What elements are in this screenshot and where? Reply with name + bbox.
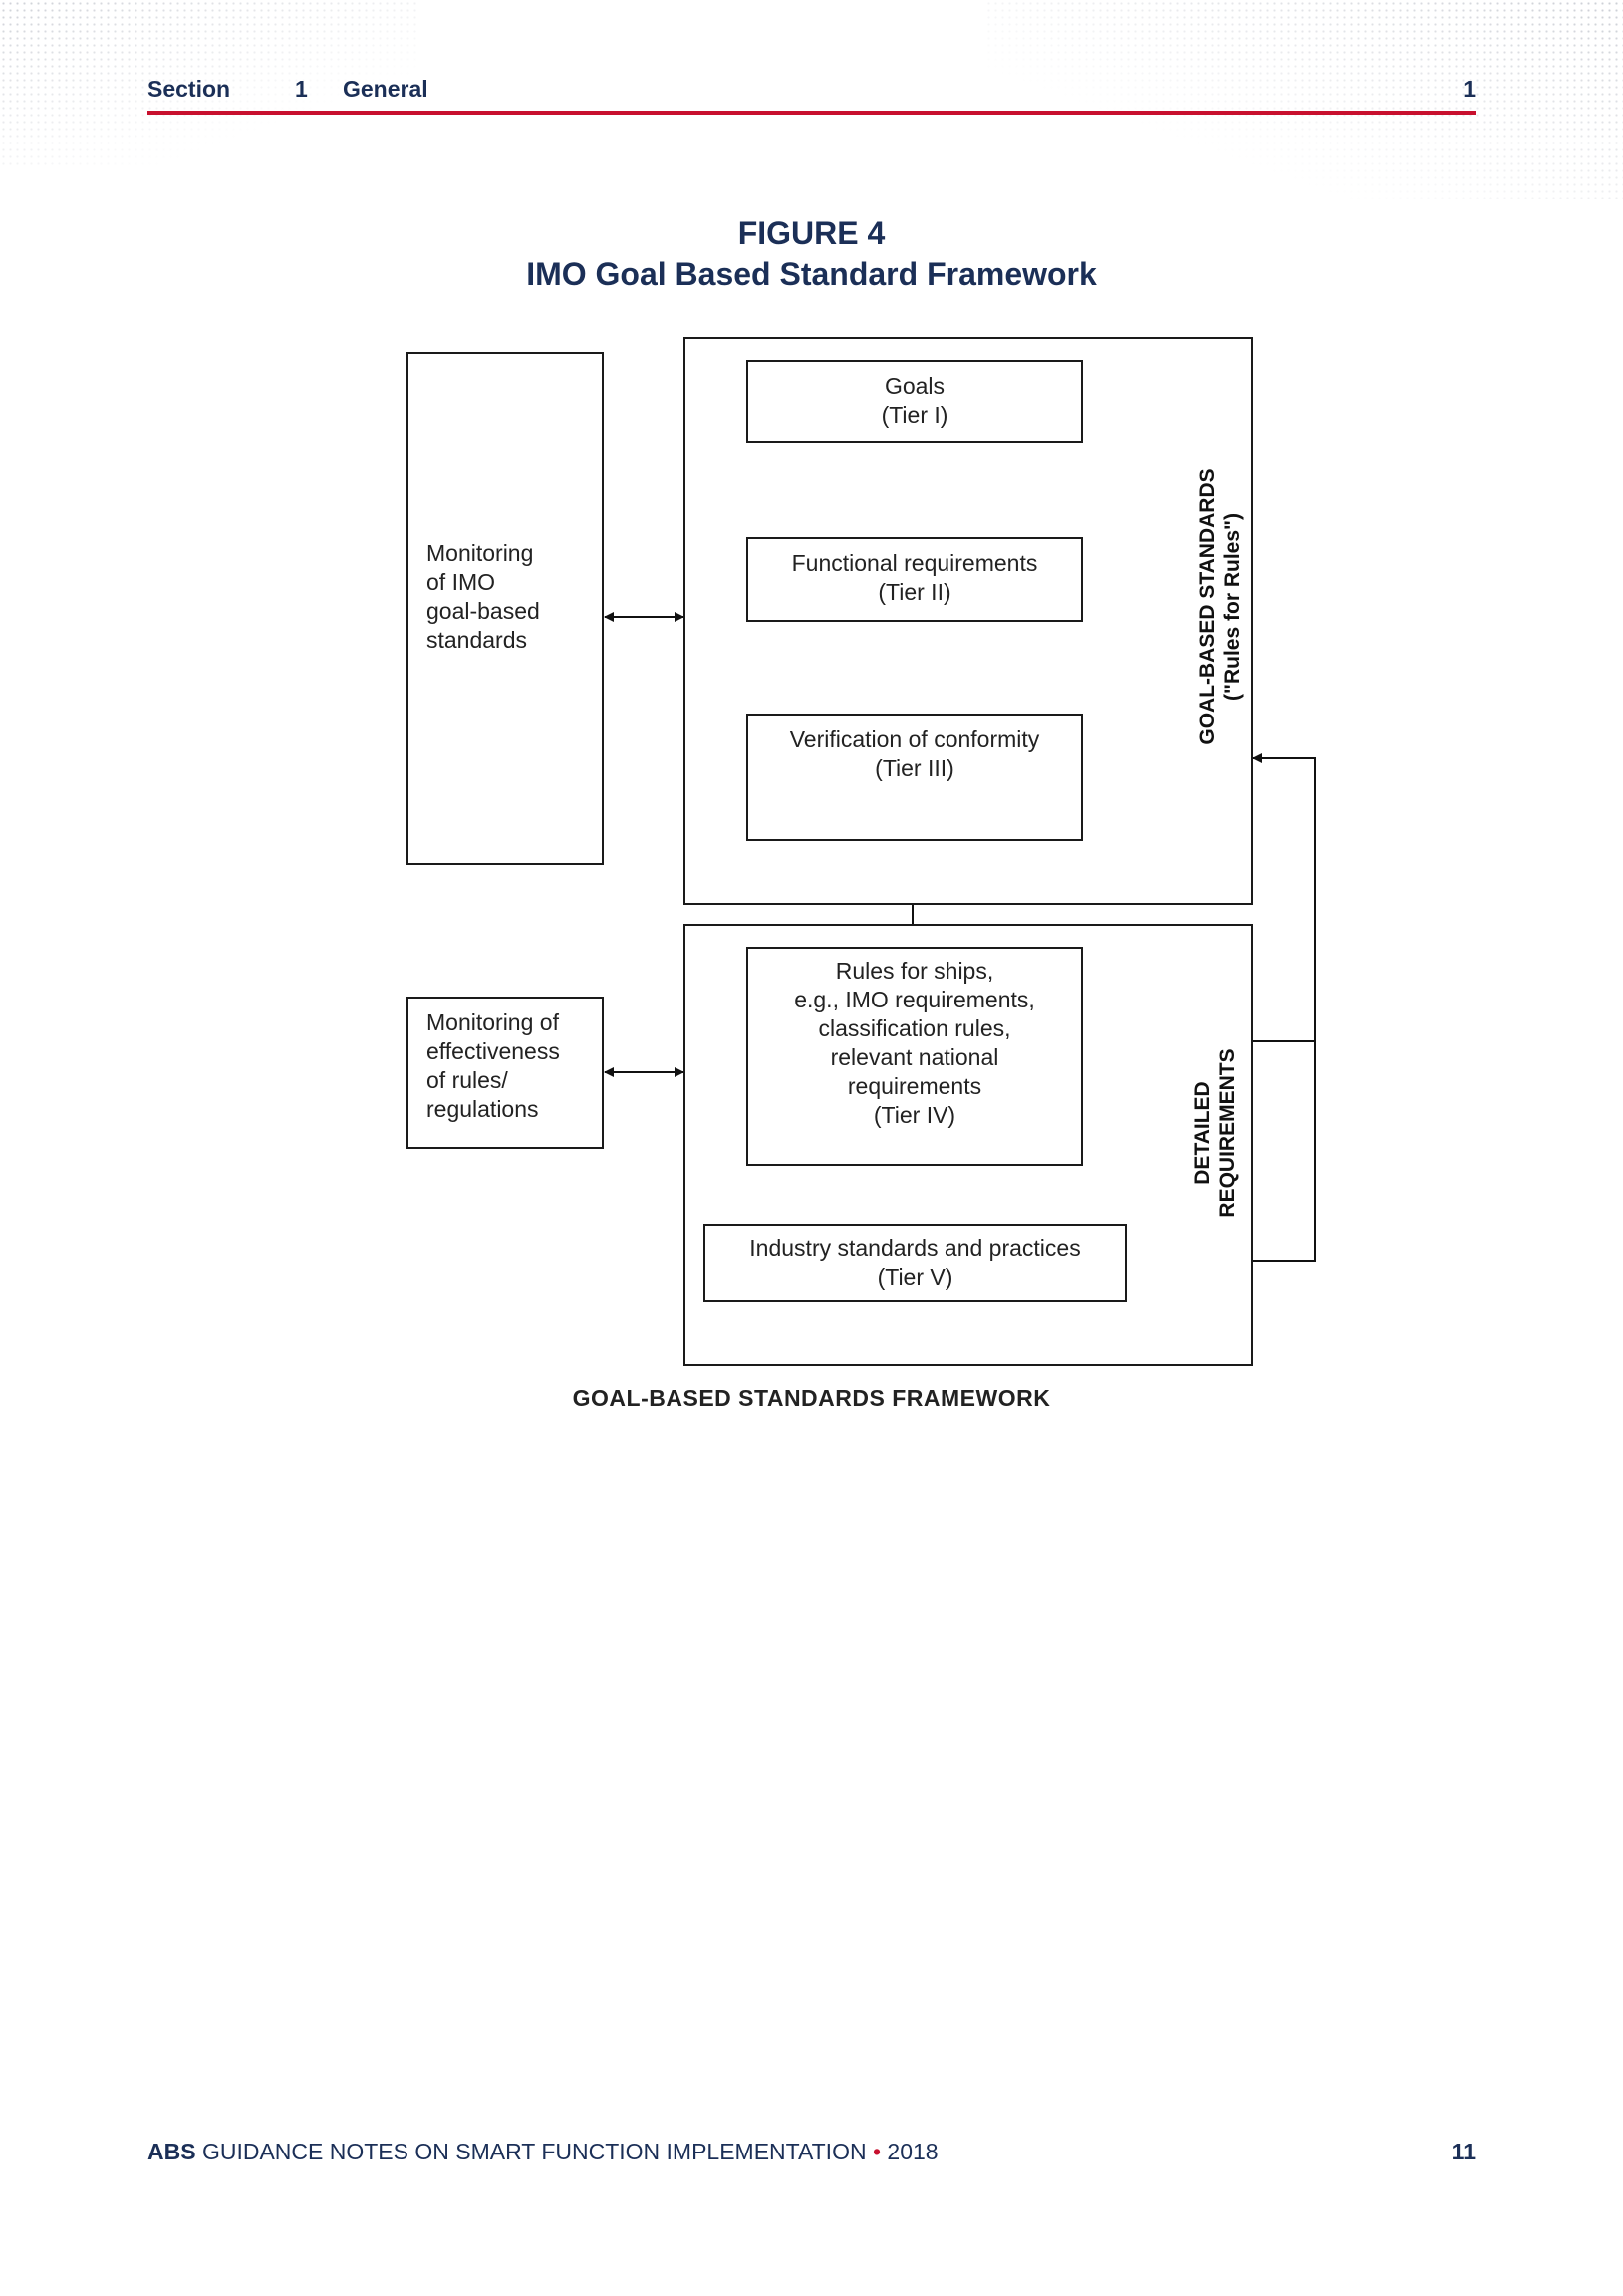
tier4-line-1: Rules for ships, — [835, 958, 994, 984]
gbs-framework-diagram: Monitoring of IMO goal-based standards G… — [406, 337, 1316, 1366]
tier2-tier: (Tier II) — [878, 579, 951, 605]
header-rule — [147, 111, 1476, 115]
tier4-line-5: requirements — [847, 1073, 982, 1099]
monitoring-rules-text: Monitoring of effectiveness of rules/ re… — [426, 1009, 560, 1122]
monitoring-rules-box: Monitoring of effectiveness of rules/ re… — [406, 997, 604, 1149]
diagram-caption: GOAL-BASED STANDARDS FRAMEWORK — [572, 1385, 1051, 1411]
tier5-industry-box: Industry standards and practices (Tier V… — [703, 1224, 1127, 1302]
tier1-title: Goals — [884, 373, 946, 399]
section-number: 1 — [295, 76, 308, 102]
section-title: General — [343, 76, 428, 102]
gbs-vertical-label: GOAL-BASED STANDARDS ("Rules for Rules") — [1196, 468, 1244, 745]
tier4-tier: (Tier IV) — [873, 1102, 956, 1128]
section-label: Section — [147, 76, 231, 102]
footer-year: 2018 — [887, 2139, 939, 2164]
decorative-dot-pattern-right — [985, 0, 1623, 199]
tier2-functional-box: Functional requirements (Tier II) — [746, 537, 1083, 622]
tier1-goals-box: Goals (Tier I) — [746, 360, 1083, 443]
footer-brand: ABS — [147, 2139, 196, 2164]
tier3-tier: (Tier III) — [875, 755, 954, 781]
tier4-line-2: e.g., IMO requirements, — [794, 987, 1035, 1012]
page-header: Section 1 General 1 — [147, 74, 1476, 108]
footer-title: GUIDANCE NOTES ON SMART FUNCTION IMPLEME… — [201, 2139, 867, 2164]
tier5-tier: (Tier V) — [877, 1264, 953, 1290]
tier4-rules-box: Rules for ships, e.g., IMO requirements,… — [746, 947, 1083, 1166]
page-number: 11 — [1451, 2139, 1476, 2164]
monitoring-gbs-text: Monitoring of IMO goal-based standards — [426, 540, 540, 653]
figure-title: IMO Goal Based Standard Framework — [526, 256, 1097, 292]
tier1-tier: (Tier I) — [881, 402, 948, 428]
decorative-dot-pattern-left — [0, 0, 418, 169]
monitoring-gbs-box: Monitoring of IMO goal-based standards — [406, 352, 604, 865]
footer-bullet: • — [872, 2139, 882, 2164]
tier3-title: Verification of conformity — [789, 726, 1040, 752]
figure-heading: FIGURE 4 IMO Goal Based Standard Framewo… — [0, 213, 1623, 295]
tier3-verification-box: Verification of conformity (Tier III) — [746, 714, 1083, 841]
tier4-line-3: classification rules, — [818, 1015, 1011, 1041]
detailed-requirements-vertical-label: DETAILED REQUIREMENTS — [1191, 1048, 1239, 1218]
tier4-line-4: relevant national — [830, 1044, 999, 1070]
page-footer: ABS GUIDANCE NOTES ON SMART FUNCTION IMP… — [147, 2139, 1476, 2165]
chapter-number: 1 — [1463, 76, 1476, 102]
tier5-title: Industry standards and practices — [749, 1235, 1081, 1261]
figure-number: FIGURE 4 — [737, 215, 886, 251]
tier2-title: Functional requirements — [791, 550, 1038, 576]
